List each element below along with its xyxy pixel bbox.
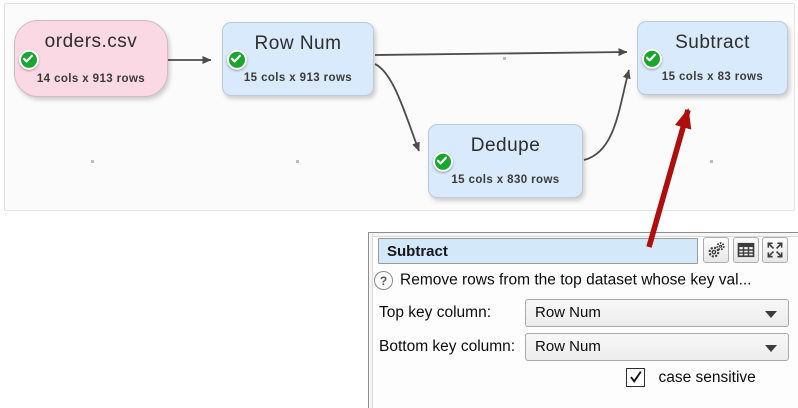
status-ok-icon — [433, 151, 453, 172]
node-subtract[interactable]: Subtract 15 cols x 83 rows — [637, 21, 788, 95]
top-key-column-label: Top key column: — [379, 304, 491, 321]
dropdown-value: Row Num — [535, 304, 601, 321]
node-title: orders.csv — [44, 31, 138, 52]
properties-panel: ? Remove rows from the top dataset whose … — [368, 232, 798, 408]
node-stats: 14 cols x 913 rows — [36, 73, 146, 85]
dropdown-value: Row Num — [535, 338, 601, 355]
table-icon[interactable] — [733, 237, 759, 263]
node-dedupe[interactable]: Dedupe 15 cols x 830 rows — [428, 124, 583, 198]
grid-dot — [503, 57, 506, 60]
bottom-key-column-dropdown[interactable]: Row Num — [525, 333, 789, 361]
expand-icon[interactable] — [762, 237, 788, 263]
node-row-num[interactable]: Row Num 15 cols x 913 rows — [222, 22, 374, 96]
help-icon[interactable]: ? — [374, 271, 393, 290]
status-ok-icon — [642, 48, 662, 69]
transform-name-input[interactable] — [378, 238, 698, 264]
status-ok-icon — [227, 49, 247, 70]
transform-description: Remove rows from the top dataset whose k… — [400, 271, 752, 289]
gear-icon[interactable] — [703, 237, 729, 263]
grid-dot — [91, 160, 94, 163]
checkmark-icon — [630, 371, 642, 384]
chevron-down-icon — [765, 345, 777, 352]
node-stats: 15 cols x 83 rows — [661, 71, 764, 83]
node-title: Dedupe — [470, 135, 541, 156]
chevron-down-icon — [765, 311, 777, 318]
grid-dot — [710, 160, 713, 163]
node-stats: 15 cols x 913 rows — [243, 72, 353, 84]
node-orders-csv[interactable]: orders.csv 14 cols x 913 rows — [14, 20, 168, 97]
node-title: Row Num — [254, 33, 342, 54]
bottom-key-column-label: Bottom key column: — [379, 338, 516, 355]
node-stats: 15 cols x 830 rows — [451, 174, 560, 186]
node-title: Subtract — [675, 32, 750, 53]
status-ok-icon — [19, 49, 39, 70]
checkbox-label: case sensitive — [658, 368, 756, 386]
top-key-column-dropdown[interactable]: Row Num — [525, 299, 789, 327]
case-sensitive-checkbox[interactable] — [626, 368, 645, 387]
grid-dot — [296, 160, 299, 163]
